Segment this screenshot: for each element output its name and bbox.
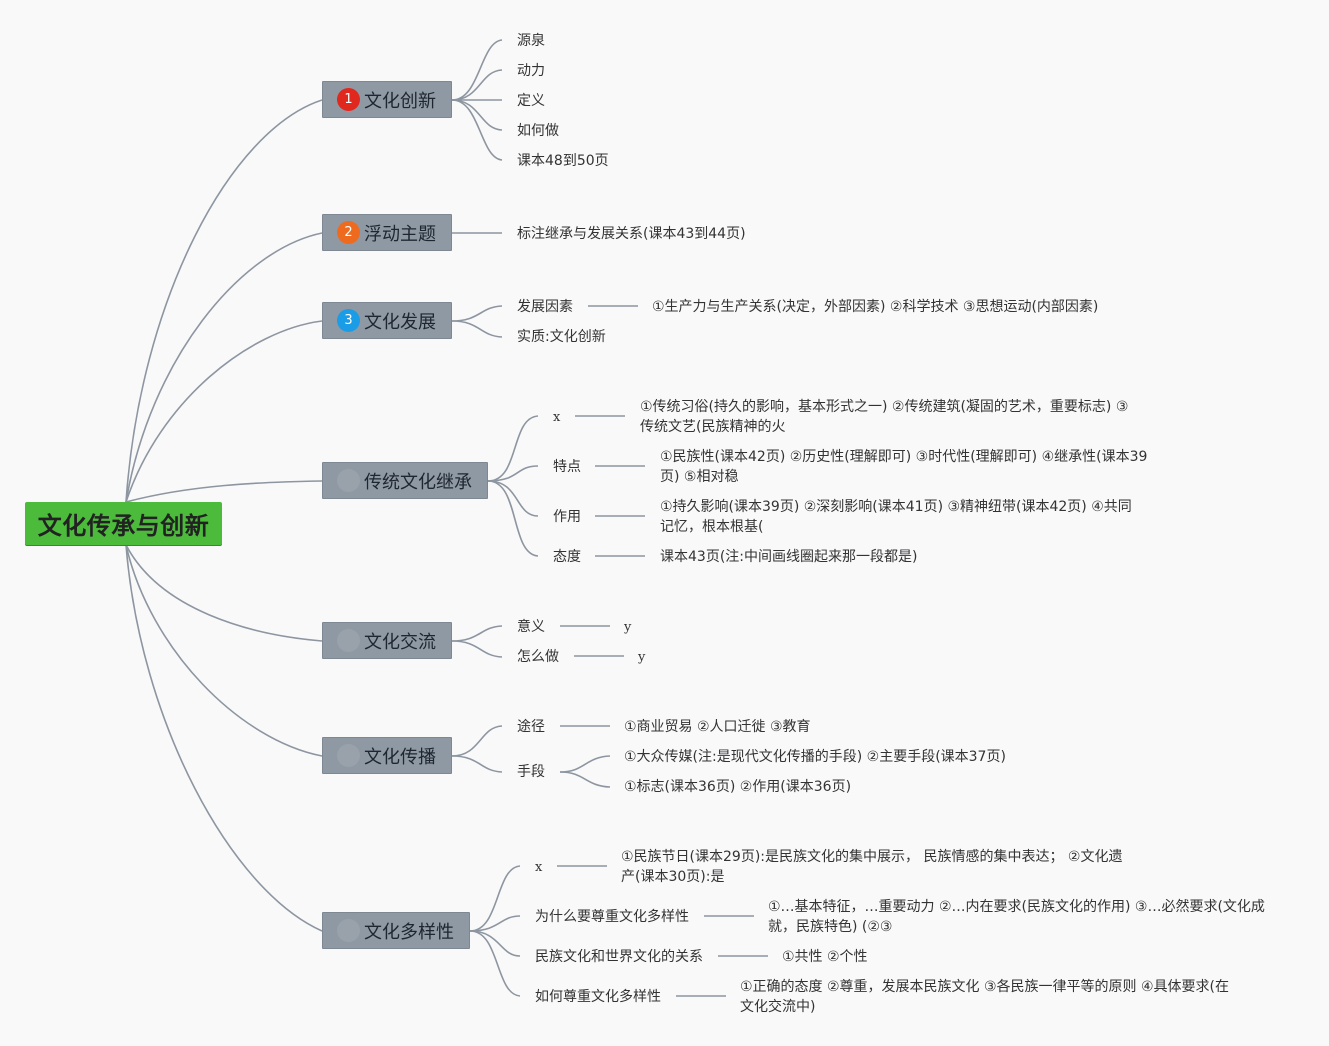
detail-means-media[interactable]: ①大众传媒(注:是现代文化传播的手段) ②主要手段(课本37页): [624, 749, 1006, 765]
number-badge-blank: [337, 919, 360, 942]
leaf-definition[interactable]: 定义: [517, 93, 545, 109]
leaf-attitude[interactable]: 态度: [553, 549, 581, 565]
leaf-development-factors[interactable]: 发展因素: [517, 299, 573, 315]
leaf-function[interactable]: 作用: [553, 509, 581, 525]
root-topic[interactable]: 文化传承与创新: [25, 502, 222, 545]
leaf-textbook-pages[interactable]: 课本48到50页: [517, 153, 609, 169]
leaf-relation[interactable]: 民族文化和世界文化的关系: [535, 949, 703, 965]
detail-factors[interactable]: ①生产力与生产关系(决定，外部因素) ②科学技术 ③思想运动(内部因素): [652, 299, 1099, 315]
number-badge-blank: [337, 744, 360, 767]
branch-culture-spread[interactable]: 文化传播: [322, 737, 452, 774]
number-badge-blank: [337, 469, 360, 492]
branch-label: 文化交流: [364, 631, 436, 653]
detail-function[interactable]: ①持久影响(课本39页) ②深刻影响(课本41页) ③精神纽带(课本42页) ④…: [660, 499, 1132, 535]
branch-label: 文化创新: [364, 90, 436, 112]
branch-label: 文化发展: [364, 311, 436, 333]
number-badge-3: 3: [337, 309, 360, 332]
detail-x[interactable]: ①传统习俗(持久的影响，基本形式之一) ②传统建筑(凝固的艺术，重要标志) ③传…: [640, 399, 1129, 435]
detail-x[interactable]: ①民族节日(课本29页):是民族文化的集中展示， 民族情感的集中表达； ②文化遗…: [621, 849, 1123, 885]
leaf-essence[interactable]: 实质:文化创新: [517, 329, 606, 345]
number-badge-1: 1: [337, 88, 360, 111]
branch-culture-development[interactable]: 3 文化发展: [322, 302, 452, 339]
detail-significance[interactable]: y: [624, 620, 632, 635]
detail-why-respect[interactable]: ①…基本特征，…重要动力 ②…内在要求(民族文化的作用) ③…必然要求(文化成就…: [768, 899, 1265, 935]
branch-culture-exchange[interactable]: 文化交流: [322, 622, 452, 659]
number-badge-2: 2: [337, 221, 360, 244]
leaf-why-respect[interactable]: 为什么要尊重文化多样性: [535, 909, 689, 925]
leaf-significance[interactable]: 意义: [517, 619, 545, 635]
branch-traditional-inheritance[interactable]: 传统文化继承: [322, 462, 488, 499]
leaf-x[interactable]: x: [535, 860, 543, 875]
detail-how[interactable]: y: [638, 650, 646, 665]
leaf-channels[interactable]: 途径: [517, 719, 545, 735]
detail-features[interactable]: ①民族性(课本42页) ②历史性(理解即可) ③时代性(理解即可) ④继承性(课…: [660, 449, 1148, 485]
branch-culture-innovation[interactable]: 1 文化创新: [322, 81, 452, 118]
leaf-means[interactable]: 手段: [517, 764, 545, 780]
leaf-how-to[interactable]: 如何做: [517, 123, 559, 139]
leaf-motive[interactable]: 动力: [517, 63, 545, 79]
number-badge-blank: [337, 629, 360, 652]
branch-floating-topic[interactable]: 2 浮动主题: [322, 214, 452, 251]
detail-channels[interactable]: ①商业贸易 ②人口迁徙 ③教育: [624, 719, 811, 735]
leaf-x[interactable]: x: [553, 410, 561, 425]
leaf-source[interactable]: 源泉: [517, 33, 545, 49]
branch-label: 文化多样性: [364, 921, 454, 943]
branch-label: 文化传播: [364, 746, 436, 768]
branch-label: 传统文化继承: [364, 471, 472, 493]
detail-relation[interactable]: ①共性 ②个性: [782, 949, 868, 965]
detail-how-respect[interactable]: ①正确的态度 ②尊重，发展本民族文化 ③各民族一律平等的原则 ④具体要求(在文化…: [740, 979, 1230, 1015]
leaf-features[interactable]: 特点: [553, 459, 581, 475]
branch-label: 浮动主题: [364, 223, 436, 245]
detail-means-sign[interactable]: ①标志(课本36页) ②作用(课本36页): [624, 779, 852, 795]
branch-culture-diversity[interactable]: 文化多样性: [322, 912, 470, 949]
detail-attitude[interactable]: 课本43页(注:中间画线圈起来那一段都是): [660, 549, 918, 565]
leaf-how[interactable]: 怎么做: [517, 649, 559, 665]
leaf-inherit-relation[interactable]: 标注继承与发展关系(课本43到44页): [517, 226, 746, 242]
leaf-how-respect[interactable]: 如何尊重文化多样性: [535, 989, 661, 1005]
